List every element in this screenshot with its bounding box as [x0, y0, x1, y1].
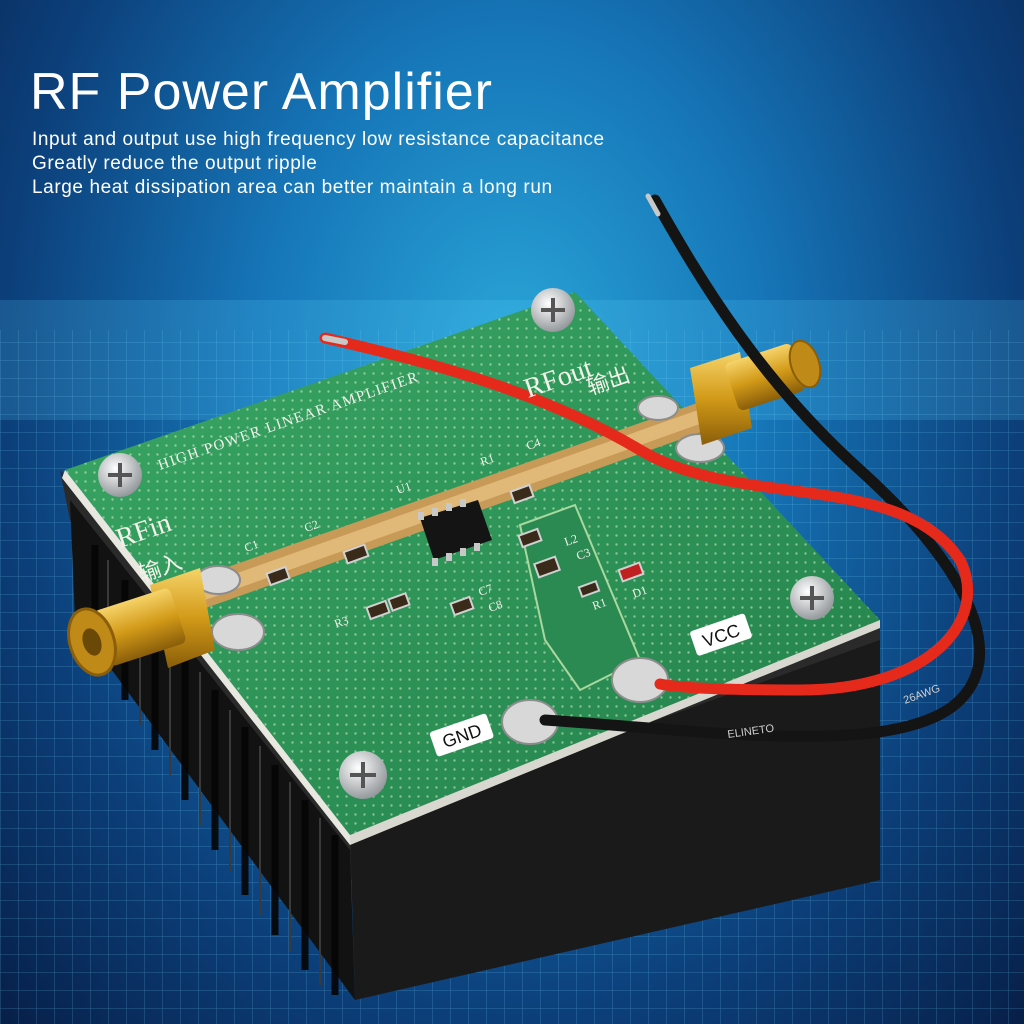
silkscreen-c2: C2 [302, 517, 320, 535]
silkscreen-r3: R3 [332, 613, 350, 631]
sma-input-connector [67, 568, 215, 677]
silkscreen-d1: D1 [630, 583, 648, 601]
feature-item: Greatly reduce the output ripple [32, 153, 318, 174]
silkscreen-r1: R1 [478, 451, 496, 469]
feature-item: Large heat dissipation area can better m… [32, 177, 553, 198]
feature-item: Input and output use high frequency low … [32, 129, 605, 150]
red-wire [319, 332, 974, 696]
feature-list: Input and output use high frequency low … [32, 128, 605, 200]
smd-components [265, 483, 645, 621]
amplifier-ic [418, 499, 492, 566]
silkscreen-c8: C8 [486, 597, 504, 615]
power-wires [319, 193, 986, 742]
silkscreen-c7: C7 [476, 581, 494, 599]
silkscreen-u1: U1 [394, 479, 412, 497]
screw-icon [98, 453, 142, 497]
black-wire [539, 194, 986, 742]
screw-icon [339, 751, 387, 799]
power-pad [518, 503, 642, 692]
silkscreen-c1: C1 [242, 537, 260, 555]
mounting-screws [98, 288, 834, 799]
silkscreen-r1-lower: R1 [590, 595, 608, 613]
silkscreen-c4: C4 [524, 435, 542, 453]
screw-icon [531, 288, 575, 332]
silkscreen-l2: L2 [562, 531, 579, 549]
silkscreen-c3: C3 [574, 545, 592, 563]
screw-icon [790, 576, 834, 620]
headline: RF Power Amplifier [30, 63, 493, 121]
